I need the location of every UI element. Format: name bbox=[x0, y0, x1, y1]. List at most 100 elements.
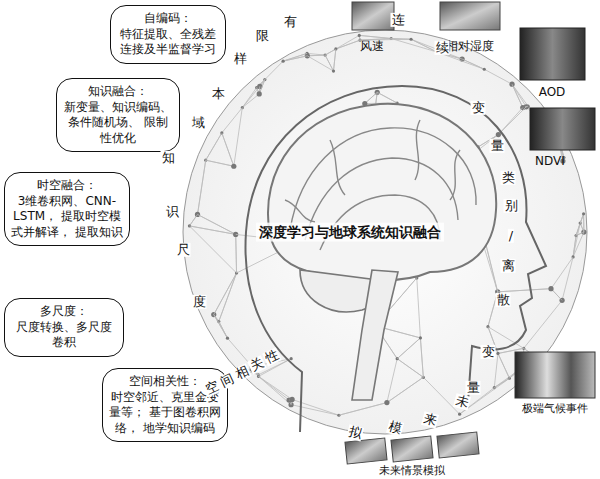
mesh-line bbox=[333, 49, 335, 71]
mesh-line bbox=[377, 92, 397, 103]
arc-char: 散 bbox=[496, 293, 511, 307]
mesh-line bbox=[198, 160, 206, 214]
mesh-dot bbox=[358, 34, 361, 37]
image-label: 未来情景模拟 bbox=[379, 464, 445, 477]
arc-char: 类 bbox=[501, 171, 516, 185]
mesh-dot bbox=[483, 68, 486, 71]
arc-char: / bbox=[508, 229, 514, 243]
arc-char: 域 bbox=[191, 116, 206, 130]
mesh-line bbox=[339, 403, 387, 416]
mesh-line bbox=[214, 315, 228, 339]
mesh-line bbox=[235, 234, 237, 273]
mesh-line bbox=[307, 56, 333, 71]
mesh-line bbox=[420, 338, 423, 377]
mesh-line bbox=[189, 226, 236, 273]
mesh-line bbox=[583, 214, 584, 232]
box-heading: 知识融合： bbox=[63, 84, 173, 100]
mesh-line bbox=[512, 84, 523, 107]
mesh-line bbox=[562, 257, 573, 300]
mesh-line bbox=[234, 108, 242, 167]
box-body: 3维卷积网、CNN-LSTM， 提取时空模式并解译， 提取知识 bbox=[11, 194, 123, 241]
mesh-line bbox=[387, 359, 397, 403]
image-label: NDVI bbox=[535, 154, 565, 168]
mesh-line bbox=[498, 107, 526, 135]
mesh-line bbox=[397, 338, 420, 359]
mesh-line bbox=[292, 399, 339, 415]
mesh-line bbox=[291, 405, 339, 416]
mesh-line bbox=[420, 338, 423, 377]
mesh-line bbox=[498, 289, 551, 292]
mesh-line bbox=[283, 53, 307, 61]
box-heading: 多尺度： bbox=[11, 304, 117, 320]
mesh-dot bbox=[290, 357, 293, 360]
box-body: 时空邻近、克里金变量等； 基于图卷积网络， 地学知识编码 bbox=[109, 390, 221, 437]
mesh-line bbox=[411, 39, 437, 52]
mesh-line bbox=[336, 40, 360, 49]
mesh-line bbox=[198, 160, 206, 214]
mesh-line bbox=[397, 359, 423, 378]
mesh-line bbox=[259, 376, 293, 399]
arc-char: 变 bbox=[471, 101, 486, 115]
mesh-line bbox=[307, 55, 325, 57]
mesh-line bbox=[339, 403, 387, 416]
mesh-line bbox=[206, 160, 234, 166]
mesh-line bbox=[397, 338, 420, 359]
mesh-line bbox=[576, 214, 584, 236]
mesh-line bbox=[325, 49, 336, 55]
mesh-dot bbox=[409, 38, 412, 41]
mesh-line bbox=[189, 214, 197, 225]
mesh-line bbox=[283, 53, 307, 61]
image-label: 相对湿度 bbox=[446, 39, 494, 53]
mesh-line bbox=[189, 214, 197, 225]
mesh-line bbox=[377, 92, 397, 103]
mesh-line bbox=[336, 40, 360, 49]
arc-char: 度 bbox=[192, 295, 207, 309]
mesh-dot bbox=[384, 400, 389, 405]
mesh-line bbox=[391, 38, 437, 51]
rounded-box: 空间相关性：时空邻近、克里金变量等； 基于图卷积网络， 地学知识编码 bbox=[102, 368, 228, 442]
rounded-box: 自编码：特征提取、全残差 连接及半监督学习 bbox=[110, 5, 226, 64]
rounded-box: 时空融合：3维卷积网、CNN-LSTM， 提取时空模式并解译， 提取知识 bbox=[4, 172, 130, 246]
mesh-line bbox=[325, 49, 336, 55]
arc-char: 量 bbox=[466, 381, 481, 395]
box-body: 新变量、知识编码、 条件随机场、 限制性优化 bbox=[63, 100, 173, 147]
mesh-line bbox=[359, 35, 391, 38]
mesh-line bbox=[573, 232, 584, 257]
box-heading: 时空融合： bbox=[11, 178, 123, 194]
mesh-line bbox=[417, 278, 421, 338]
mesh-dot bbox=[548, 286, 553, 291]
mesh-line bbox=[498, 289, 551, 292]
mesh-dot bbox=[257, 91, 262, 96]
mesh-line bbox=[423, 377, 459, 414]
arc-char: 样 bbox=[233, 52, 248, 66]
arc-char: 识 bbox=[165, 205, 180, 219]
mesh-line bbox=[336, 35, 359, 49]
arc-char: 连 bbox=[391, 13, 406, 27]
mesh-dot bbox=[282, 60, 285, 63]
cerebellum-brainstem bbox=[300, 270, 398, 400]
arc-char: 续 bbox=[435, 41, 450, 55]
arc-char: 离 bbox=[501, 259, 516, 273]
mesh-dot bbox=[231, 164, 236, 169]
box-heading: 自编码： bbox=[117, 11, 219, 27]
arc-char: 知 bbox=[161, 151, 176, 165]
mesh-line bbox=[333, 49, 335, 71]
arc-char: 量 bbox=[490, 139, 505, 153]
arc-char: 限 bbox=[255, 29, 270, 43]
mesh-line bbox=[498, 353, 509, 378]
mesh-line bbox=[524, 300, 562, 348]
mesh-line bbox=[206, 133, 222, 160]
head-outline bbox=[245, 86, 546, 432]
mesh-line bbox=[307, 55, 325, 57]
mesh-line bbox=[498, 353, 509, 378]
mesh-dot bbox=[458, 413, 461, 416]
mesh-line bbox=[206, 133, 222, 160]
mesh-line bbox=[551, 257, 573, 289]
mesh-dot bbox=[496, 132, 501, 137]
mesh-dot bbox=[290, 397, 295, 402]
mesh-line bbox=[387, 377, 423, 402]
mesh-line bbox=[265, 61, 283, 79]
mesh-dot bbox=[332, 69, 335, 72]
mesh-line bbox=[198, 214, 236, 234]
mesh-line bbox=[214, 273, 237, 315]
